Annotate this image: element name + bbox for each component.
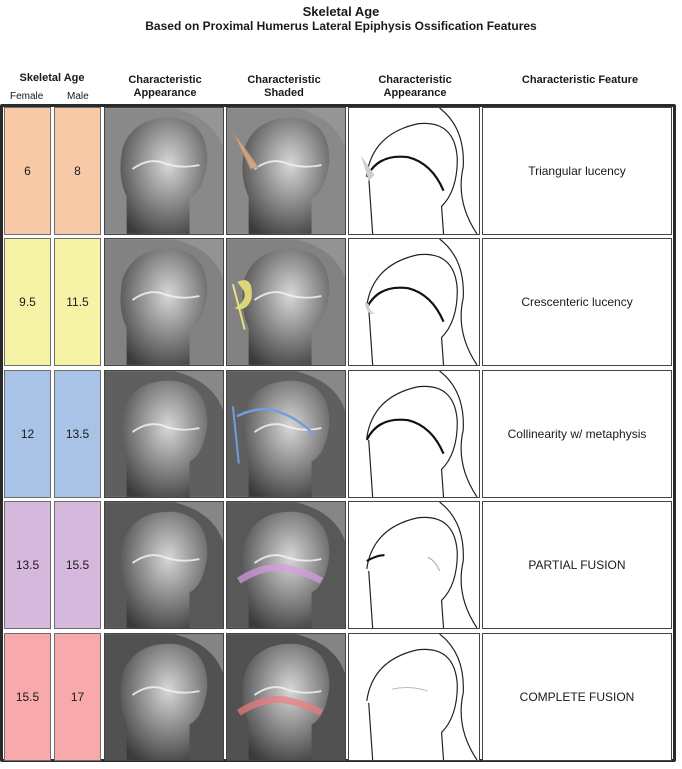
faint-physis-line (392, 687, 428, 692)
faint-physis-line (427, 556, 441, 572)
male-age-cell: 15.5 (54, 501, 101, 629)
shaded-radiograph-image (227, 108, 345, 234)
drawing-cell (348, 370, 480, 498)
male-age-cell: 17 (54, 633, 101, 761)
appearance-cell (104, 107, 224, 235)
outline-drawing (366, 634, 478, 760)
alignment-line (231, 284, 246, 330)
shaded-cell (226, 633, 346, 761)
female-age-cell: 9.5 (4, 238, 51, 366)
appearance-cell (104, 633, 224, 761)
outline-drawing (366, 502, 478, 628)
male-header: Male (67, 91, 89, 102)
male-age-cell: 11.5 (54, 238, 101, 366)
physis-line (365, 155, 445, 192)
female-age-cell: 12 (4, 370, 51, 498)
outline-drawing (365, 371, 478, 497)
feature-cell: Triangular lucency (482, 107, 672, 235)
crescent-lucency-shade (234, 280, 252, 310)
shaded-cell (226, 238, 346, 366)
radiograph-image (105, 239, 223, 365)
fusion-shade (236, 696, 324, 716)
physis-line (365, 418, 445, 455)
drawing-cell (348, 501, 480, 629)
appearance-cell (104, 238, 224, 366)
shaded-radiograph-image (227, 634, 345, 760)
feature-cell: Collinearity w/ metaphysis (482, 370, 672, 498)
shaded-radiograph-image (227, 239, 345, 365)
shaded-cell (226, 501, 346, 629)
shaded-header: Characteristic Shaded (247, 74, 321, 99)
physis-line (365, 286, 445, 323)
female-age-cell: 15.5 (4, 633, 51, 761)
radiograph-image (105, 502, 223, 628)
radiograph-image (105, 634, 223, 760)
lucency-region (364, 302, 375, 315)
fusion-shade (236, 564, 324, 584)
male-age-cell: 8 (54, 107, 101, 235)
skeletal-age-header: Skeletal Age (19, 72, 85, 84)
drawing-header: Characteristic Appearance (378, 74, 452, 99)
figure-title: Skeletal Age (302, 4, 380, 19)
female-age-cell: 13.5 (4, 501, 51, 629)
shaded-cell (226, 107, 346, 235)
appearance-cell (104, 370, 224, 498)
feature-cell: PARTIAL FUSION (482, 501, 672, 629)
female-header: Female (10, 91, 44, 102)
alignment-line (231, 406, 240, 464)
female-age-cell: 6 (4, 107, 51, 235)
appearance-cell (104, 501, 224, 629)
shaded-radiograph-image (227, 502, 345, 628)
shaded-cell (226, 370, 346, 498)
triangular-lucency-shade (232, 131, 260, 170)
feature-cell: COMPLETE FUSION (482, 633, 672, 761)
shaded-radiograph-image (227, 371, 345, 497)
drawing-cell (348, 633, 480, 761)
radiograph-image (105, 108, 223, 234)
drawing-cell (348, 238, 480, 366)
feature-cell: Crescenteric lucency (482, 238, 672, 366)
lucency-region (360, 155, 375, 181)
outline-drawing (360, 108, 478, 234)
outline-drawing (364, 239, 478, 365)
feature-header: Characteristic Feature (521, 74, 639, 86)
collinearity-shade (236, 408, 315, 435)
drawing-cell (348, 107, 480, 235)
radiograph-image (105, 371, 223, 497)
figure-subtitle: Based on Proximal Humerus Lateral Epiphy… (145, 19, 537, 33)
appearance-header: Characteristic Appearance (128, 74, 202, 99)
male-age-cell: 13.5 (54, 370, 101, 498)
partial-physis-line (366, 554, 385, 562)
